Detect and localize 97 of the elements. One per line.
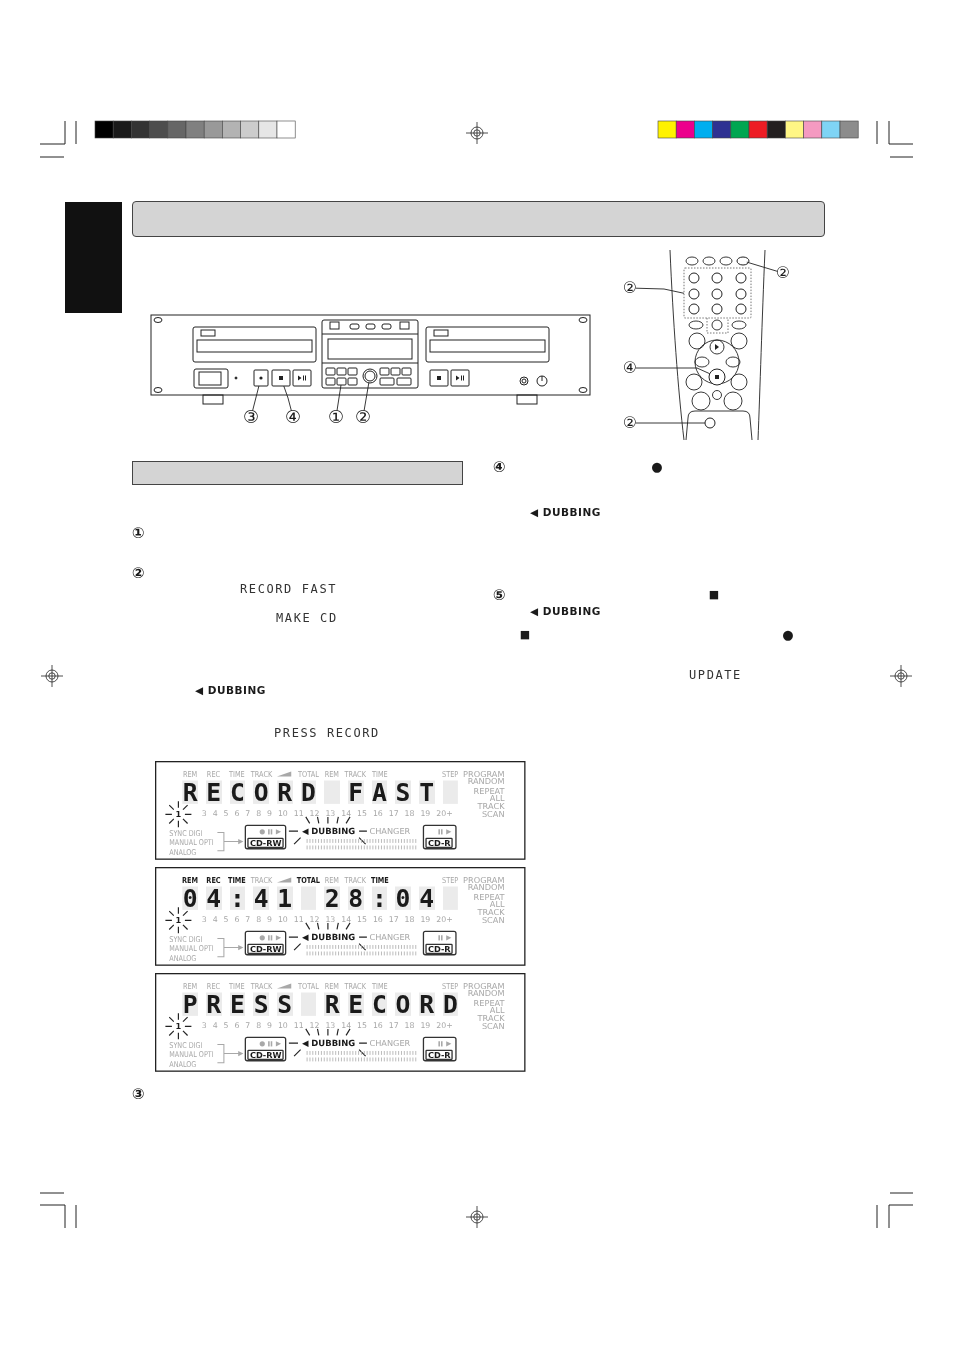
indicator-label: REM [182,981,198,990]
input-source-labels: SYNC DIGI MANUAL OPTI ANALOG [169,829,215,857]
dubbing-indicator-text: ◀ DUBBING [195,684,266,696]
leader-line [635,422,706,424]
indicator-label: TIME [229,769,246,778]
step-number: ① [131,525,145,541]
dubbing-indicator: ◀ DUBBING [301,932,356,942]
input-source-labels: SYNC DIGI MANUAL OPTI ANALOG [169,935,215,963]
jog-dial [362,368,378,384]
indicator-label: REM [182,875,199,884]
callout-number: ④ [284,408,302,426]
stop-button [271,369,291,387]
callout-number: ② [354,408,372,426]
indicator-label: REM [324,875,340,884]
dot-matrix-readout: RECORD FAST [182,780,459,804]
indicator-label: TRACK [344,981,367,990]
indicator-label: TRACK [344,875,367,884]
lcd-display-panel [155,761,526,860]
leader-line [363,382,370,412]
leader-line [635,367,711,375]
lcd-message-text: PRESS RECORD [274,727,380,739]
changer-indicator: CHANGER [369,1039,411,1048]
disc-type-label: CD-RW [247,837,285,848]
indicator-label: TIME [228,875,247,884]
play-mode-labels: PROGRAM RANDOM REPEAT ALL TRACK SCAN [463,770,505,820]
step-number: ③ [131,1086,145,1102]
indicator-label: TRACK [250,769,272,778]
indicator-label: REM [182,769,198,778]
function-button [336,377,347,386]
indicator-label: TOTAL [298,769,319,778]
track-number: 1 [175,916,182,925]
indicator-label: REC [206,875,221,884]
stop-button [708,368,726,386]
changer-indicator: CHANGER [369,933,411,942]
dubbing-indicator: ◀ DUBBING [301,1038,356,1048]
changer-indicator: CHANGER [369,827,411,836]
lcd-display-panel [155,973,526,1072]
indicator-label: TIME [370,875,389,884]
disc-type-label: CD-R [425,943,454,954]
disc-type-label: CD-RW [247,943,285,954]
numeric-keypad [683,267,752,334]
record-button [253,369,269,387]
indicator-label: REC [207,981,221,990]
play-mode-labels: PROGRAM RANDOM REPEAT ALL TRACK SCAN [463,876,505,926]
remote-button [704,417,716,429]
indicator-label: TIME [371,769,388,778]
lcd-message-text: UPDATE [689,669,742,681]
lcd-message-text: RECORD FAST [240,583,338,595]
section-tab [65,202,122,313]
indicator-label: STEP [442,981,459,990]
callout-number: ① [327,408,345,426]
disc-type-label: CD-R [425,1049,454,1060]
leader-line [283,385,292,412]
indicator-label: TRACK [250,875,272,884]
title-bar [132,201,825,237]
section-heading-bar [132,461,463,485]
indicator-label: REM [324,769,340,778]
indicator-label: REM [324,981,340,990]
indicator-label: TRACK [344,769,367,778]
indicator-label: STEP [442,875,459,884]
indicator-label: TIME [229,981,246,990]
indicator-label: REC [207,769,221,778]
indicator-label: STEP [442,769,459,778]
callout-number: ③ [242,408,260,426]
leader-line [252,385,260,412]
dot-matrix-readout: PRESS RECORD [182,992,459,1016]
callout-number: ② [775,265,791,281]
dubbing-indicator-text: ◀ DUBBING [530,506,601,518]
input-source-labels: SYNC DIGI MANUAL OPTI ANALOG [169,1041,215,1069]
indicator-label: TIME [371,981,388,990]
dubbing-indicator-text: ◀ DUBBING [530,605,601,617]
indicator-label: TOTAL [298,981,319,990]
callout-number: ② [622,280,638,296]
disc-type-label: CD-R [425,837,454,848]
track-number: 1 [175,1022,182,1031]
callout-number: ④ [622,360,638,376]
record-symbol: ● [651,459,663,473]
leader-line [746,261,778,272]
leader-line [336,384,342,412]
step-number: ④ [492,459,506,475]
play-mode-labels: PROGRAM RANDOM REPEAT ALL TRACK SCAN [463,982,505,1032]
step-number: ⑤ [492,587,506,603]
lcd-message-text: MAKE CD [276,612,338,624]
remote-button [736,256,750,266]
lcd-display-panel [155,867,526,966]
leader-line [635,287,685,294]
record-symbol: ● [782,627,794,641]
callout-number: ② [622,415,638,431]
indicator-label: TOTAL [296,875,320,884]
track-number: 1 [175,810,182,819]
dot-matrix-readout: 04:41 28:04 [182,886,459,910]
stop-symbol: ■ [519,628,531,640]
stop-symbol: ■ [708,588,720,600]
indicator-label: TRACK [250,981,272,990]
step-number: ② [131,565,145,581]
dubbing-indicator: ◀ DUBBING [301,826,356,836]
disc-type-label: CD-RW [247,1049,285,1060]
